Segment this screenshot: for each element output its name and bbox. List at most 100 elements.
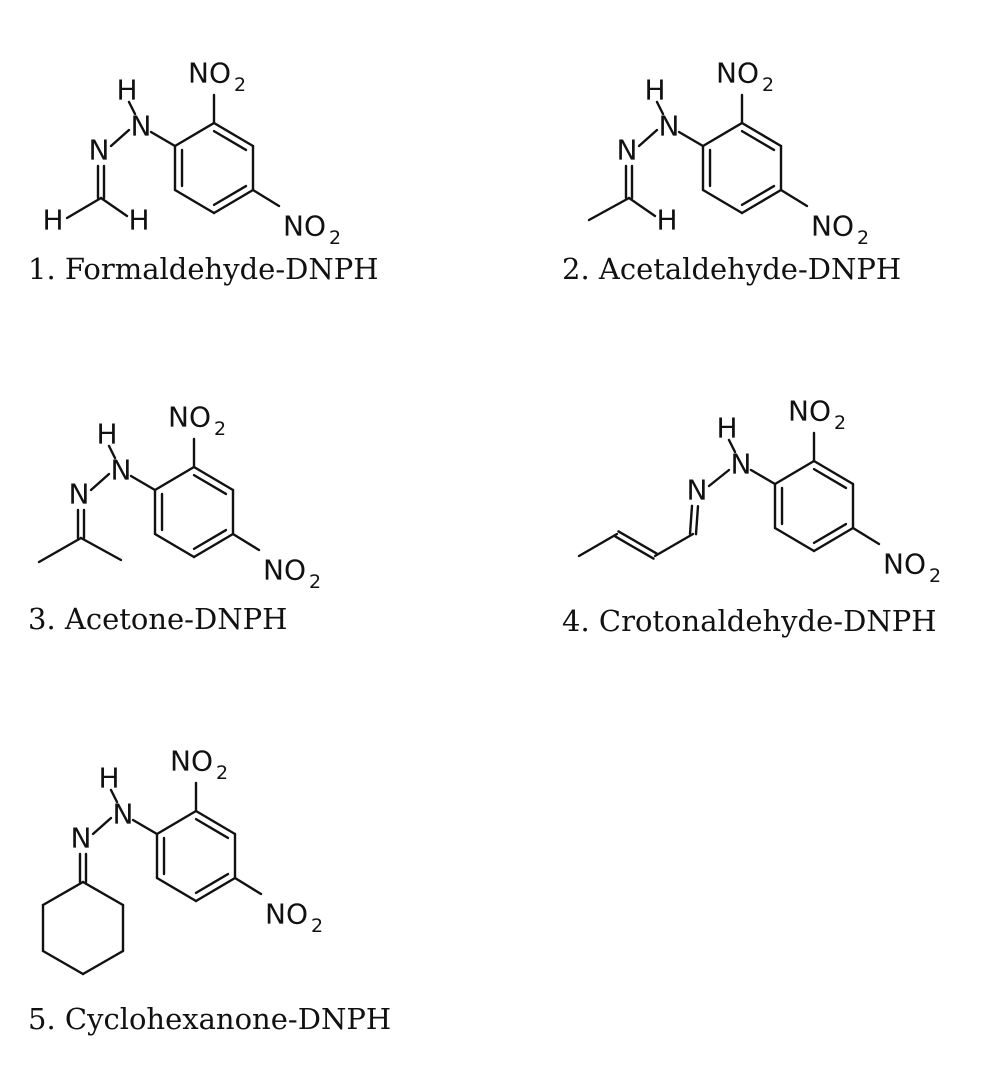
cyclohexanone-ring-inner-bond [194,872,230,895]
acetaldehyde-methyl-bond [587,196,631,222]
crotonaldehyde-ring-bond [773,526,816,553]
nitro-subscript: 2 [762,74,774,96]
cyclohexane-ring-bond [41,880,85,907]
formaldehyde-ring-bond [173,188,216,215]
formaldehyde-nitro-bond-para [251,188,281,208]
acetone-nitro-bond-para [231,532,261,552]
nitro-subscript: 2 [929,565,941,587]
nitro-subscript: 2 [216,762,228,784]
acetone-ring-bond [153,532,196,559]
formaldehyde-hydrogen-right: H [128,204,149,237]
acetaldehyde-c-n-bond [677,130,705,148]
nitro-no-label: NO [716,57,759,90]
cyclohexane-ring-bond [41,949,85,976]
crotonaldehyde-methyl-bond [577,532,619,558]
formaldehyde-imine-nitrogen: N [89,134,110,167]
nitro-no-label: NO [788,395,831,428]
caption-formaldehyde: 1. Formaldehyde-DNPH [28,252,379,286]
crotonaldehyde-ring-bond [773,459,816,486]
nitro-no-label: NO [265,898,308,931]
acetaldehyde-n-n-bond [637,128,659,148]
acetaldehyde-ring-bond [740,188,783,215]
acetone-n-h-bond [107,444,117,460]
nitro-subscript: 2 [834,412,846,434]
crotonaldehyde-ring-bond [812,526,855,553]
cyclohexane-ring-bond [81,880,125,907]
nitro-no-label: NO [883,548,926,581]
crotonaldehyde-n-h-bond [727,438,737,454]
caption-acetaldehyde: 2. Acetaldehyde-DNPH [562,252,902,286]
nitro-subscript: 2 [214,418,226,440]
crotonaldehyde-chain-bond [653,532,695,558]
crotonaldehyde-nh-nitrogen: N [731,448,752,481]
crotonaldehyde-ring-inner-bond [812,467,848,490]
acetone-n-n-bond [89,472,111,492]
crotonaldehyde-c-n-double [688,504,694,535]
cyclohexanone-n-n-bond [91,816,113,836]
crotonaldehyde-ring-bond [812,459,855,486]
acetaldehyde-imine-nitrogen: N [617,134,638,167]
acetaldehyde-n-h-bond [655,100,665,116]
crotonaldehyde-ring-inner-bond [812,522,848,545]
nitro-no-label: NO [283,210,326,243]
nitro-no-label: NO [188,57,231,90]
cyclohexanone-ring-bond [155,809,198,836]
crotonaldehyde-nitro-bond-para [851,526,881,546]
acetone-c-n-bond [129,474,157,492]
acetone-ring-bond [153,465,196,492]
acetaldehyde-c-h-bond [627,196,657,218]
acetaldehyde-nh-nitrogen: N [659,110,680,143]
formaldehyde-hydrogen-left: H [42,204,63,237]
crotonaldehyde-c-c-double [617,530,658,555]
cyclohexanone-c-n-bond [131,818,159,836]
crotonaldehyde-c-c-double [614,535,655,560]
cyclohexanone-ring-inner-bond [194,817,230,840]
crotonaldehyde-nh-hydrogen: H [716,412,737,445]
acetone-ring-inner-bond [192,473,228,496]
formaldehyde-ring-bond [173,121,216,148]
acetaldehyde-ring-inner-bond [740,129,776,152]
crotonaldehyde-c-n-double [694,505,700,536]
formaldehyde-nh-nitrogen: N [131,110,152,143]
acetone-methyl-bond [79,536,123,562]
nitro-no-label: NO [811,210,854,243]
cyclohexanone-ring-bond [194,809,237,836]
acetone-imine-nitrogen: N [69,478,90,511]
caption-acetone: 3. Acetone-DNPH [28,602,288,636]
nitro-no-label: NO [168,401,211,434]
nitro-subscript: 2 [311,915,323,937]
acetaldehyde-nitro-bond-para [779,188,809,208]
nitro-no-label: NO [170,745,213,778]
acetone-ring-bond [192,465,235,492]
acetone-methyl-bond [37,536,83,564]
crotonaldehyde-imine-nitrogen: N [687,474,708,507]
formaldehyde-c-h-bond [99,196,129,218]
cyclohexane-ring-bond [81,949,125,976]
acetone-nh-nitrogen: N [111,454,132,487]
nitro-subscript: 2 [309,571,321,593]
formaldehyde-c-n-bond [149,130,177,148]
cyclohexanone-ring-bond [194,876,237,903]
caption-crotonaldehyde: 4. Crotonaldehyde-DNPH [562,604,937,638]
cyclohexanone-nh-hydrogen: H [98,762,119,795]
nitro-no-label: NO [263,554,306,587]
acetone-ring-inner-bond [192,528,228,551]
cyclohexanone-imine-nitrogen: N [71,822,92,855]
acetaldehyde-ring-inner-bond [740,184,776,207]
formaldehyde-c-h-bond [65,196,103,220]
acetaldehyde-hydrogen: H [656,204,677,237]
formaldehyde-n-h-bond [127,100,137,116]
formaldehyde-ring-bond [212,121,255,148]
cyclohexanone-nh-nitrogen: N [113,798,134,831]
nitro-subscript: 2 [857,227,869,249]
formaldehyde-n-n-bond [109,128,131,148]
nitro-subscript: 2 [234,74,246,96]
